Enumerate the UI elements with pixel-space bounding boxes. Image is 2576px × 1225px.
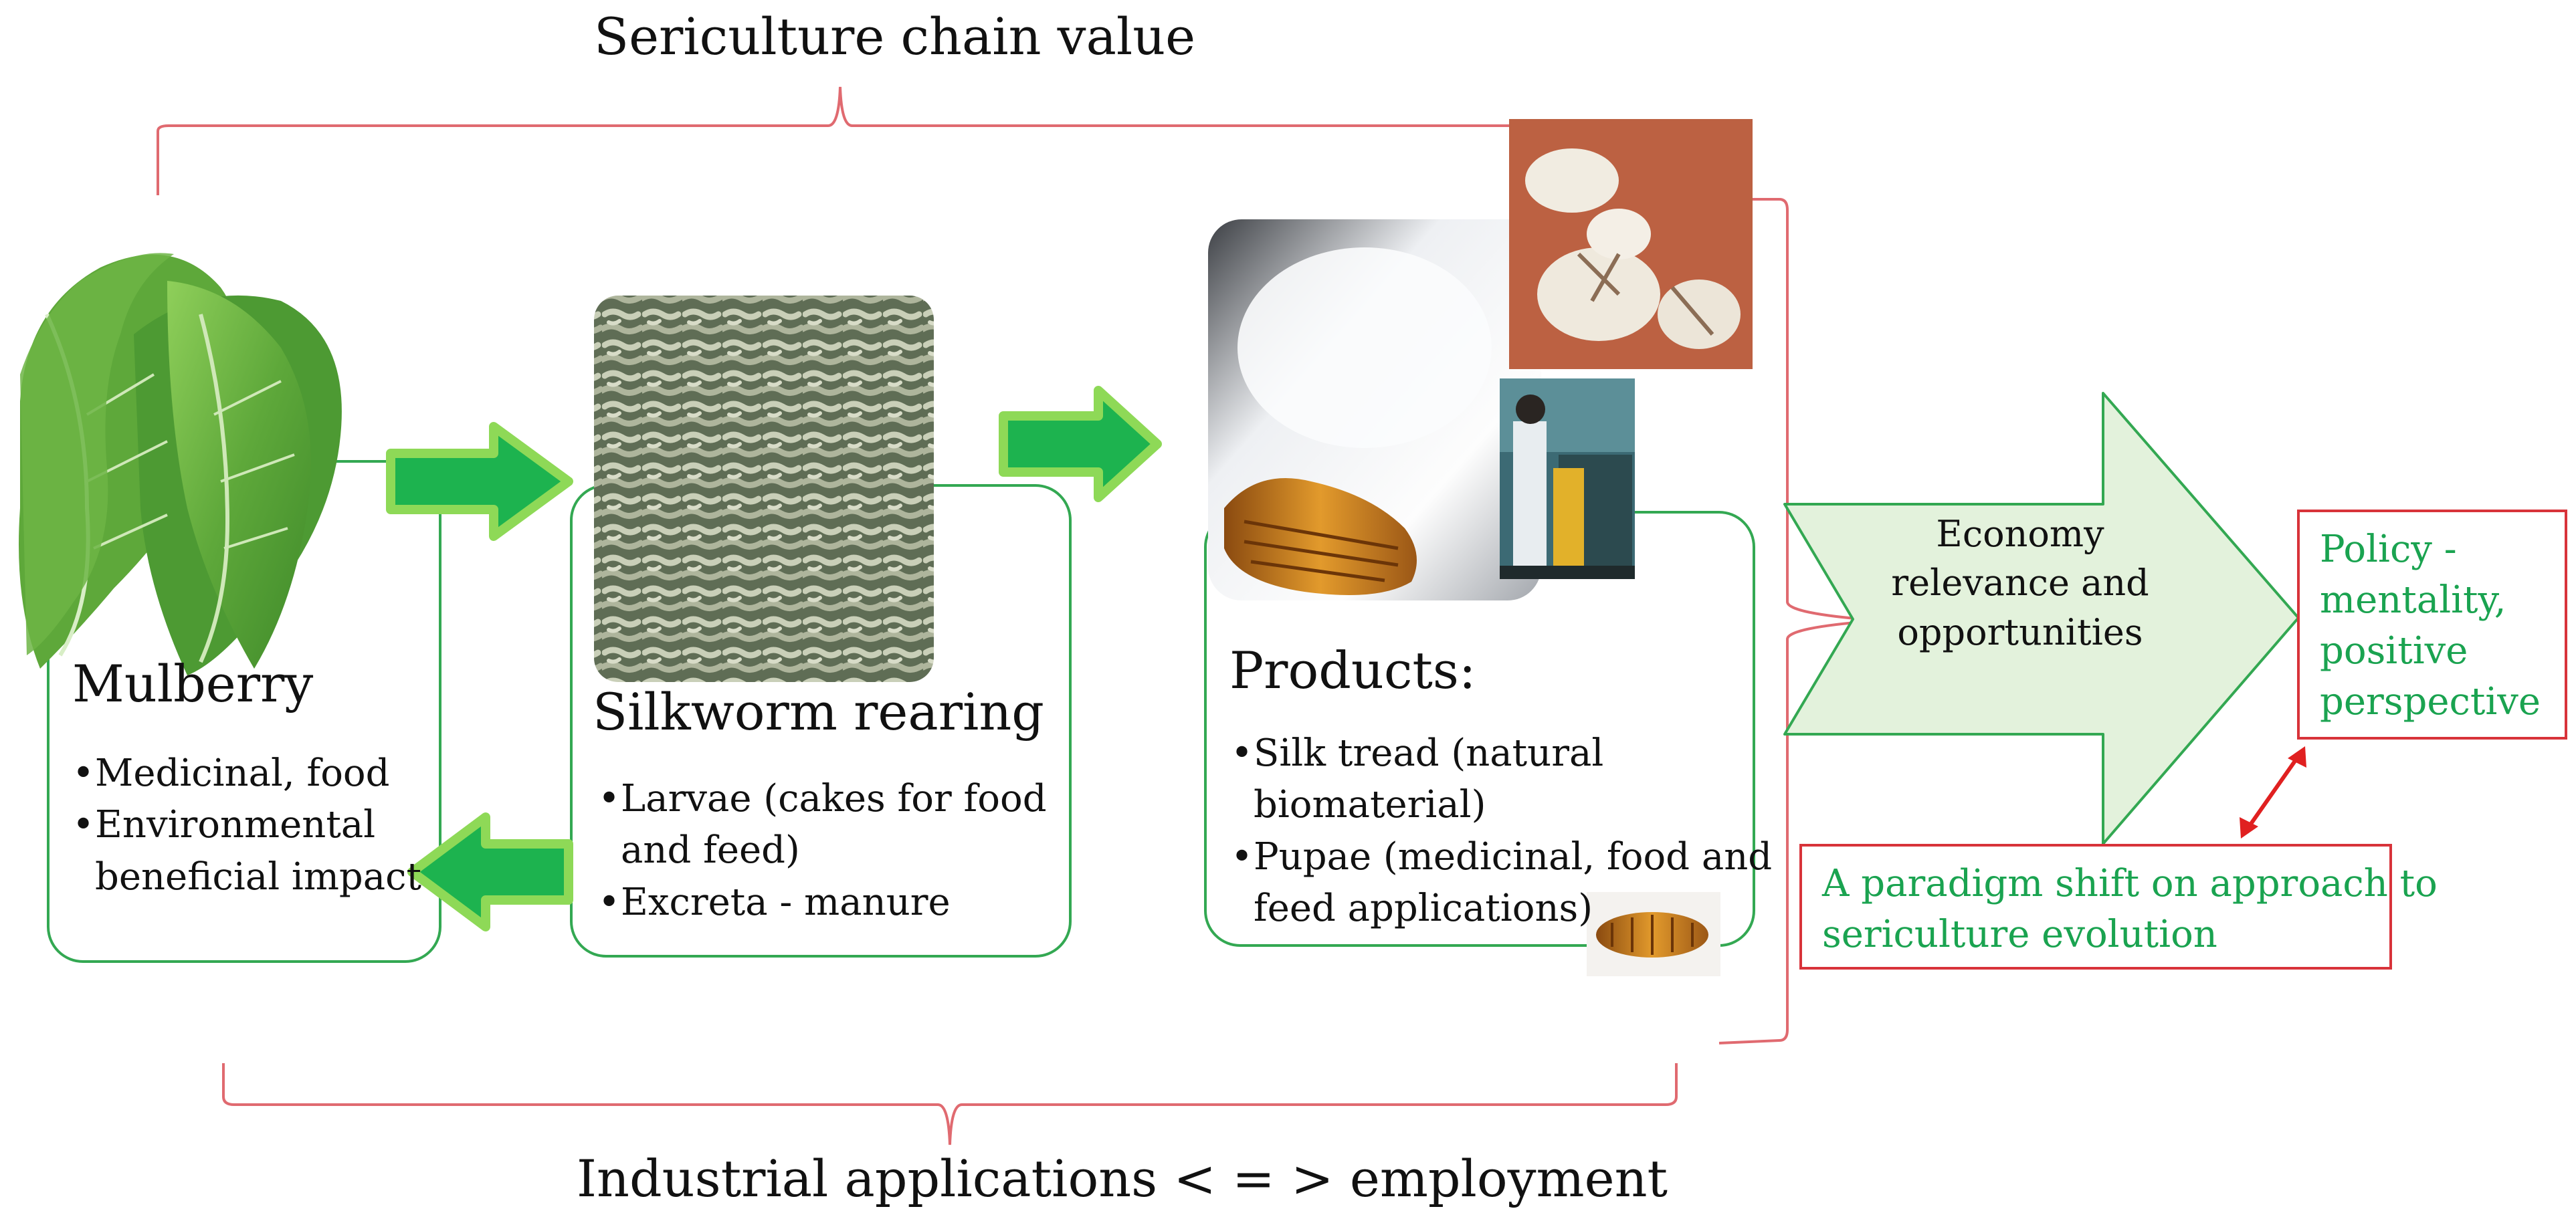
arrow-silkworm-to-products — [999, 386, 1162, 502]
silkworm-bullets: •Larvae (cakes for food and feed) •Excre… — [598, 773, 1047, 928]
silkworm-bullet-1: •Larvae (cakes for food — [598, 777, 1047, 820]
cocoon-photo — [1208, 219, 1541, 600]
mulberry-bullets: •Medicinal, food •Environmental benefici… — [72, 748, 421, 903]
mulberry-leaves-photo — [19, 253, 342, 675]
mulberry-bullet-1: •Medicinal, food — [72, 752, 390, 795]
products-bullet-1-cont: biomaterial) — [1254, 783, 1486, 827]
economy-line-2: relevance and — [1891, 562, 2149, 604]
bottom-title: Industrial applications < = > employment — [577, 1149, 1668, 1208]
cocoons-table-photo — [1509, 119, 1753, 369]
products-bullet-2-cont: feed applications) — [1254, 886, 1593, 930]
economy-line-1: Economy — [1936, 513, 2104, 555]
silkworm-title: Silkworm rearing — [593, 682, 1044, 742]
economy-label: Economy relevance and opportunities — [1886, 510, 2154, 657]
products-bullet-2: •Pupae (medicinal, food and — [1231, 834, 1773, 879]
paradigm-line-1: A paradigm shift on approach to — [1822, 862, 2438, 905]
products-bullet-1: •Silk tread (natural — [1231, 732, 1604, 775]
policy-line-2: mentality, — [2320, 578, 2506, 623]
mulberry-bullet-2: •Environmental — [72, 803, 376, 847]
policy-line-3: positive — [2320, 629, 2468, 673]
arrow-silkworm-to-mulberry — [407, 812, 573, 931]
products-title: Products: — [1229, 641, 1476, 700]
top-brace — [157, 86, 1513, 195]
laboratory-photo — [1500, 378, 1635, 579]
products-bullets: •Silk tread (natural biomaterial) •Pupae… — [1231, 728, 1772, 934]
bottom-brace — [222, 1063, 1678, 1145]
arrow-mulberry-to-silkworm — [386, 422, 573, 541]
policy-line-1: Policy - — [2320, 528, 2457, 571]
top-title: Sericulture chain value — [594, 7, 1196, 66]
paradigm-box: A paradigm shift on approach to sericult… — [1799, 844, 2438, 970]
policy-box: Policy - mentality, positive perspective — [2297, 510, 2567, 740]
silkworm-bullet-1-cont: and feed) — [621, 828, 800, 873]
policy-line-4: perspective — [2320, 680, 2541, 724]
paradigm-line-2: sericulture evolution — [1822, 913, 2217, 957]
silkworm-bullet-2: •Excreta - manure — [598, 880, 951, 924]
silkworm-photo — [594, 296, 934, 682]
mulberry-bullet-2-cont: beneficial impact — [95, 855, 422, 899]
policy-paradigm-double-arrow — [2240, 746, 2306, 839]
mulberry-title: Mulberry — [72, 654, 314, 713]
economy-line-3: opportunities — [1897, 610, 2143, 653]
pupa-photo — [1587, 892, 1720, 976]
